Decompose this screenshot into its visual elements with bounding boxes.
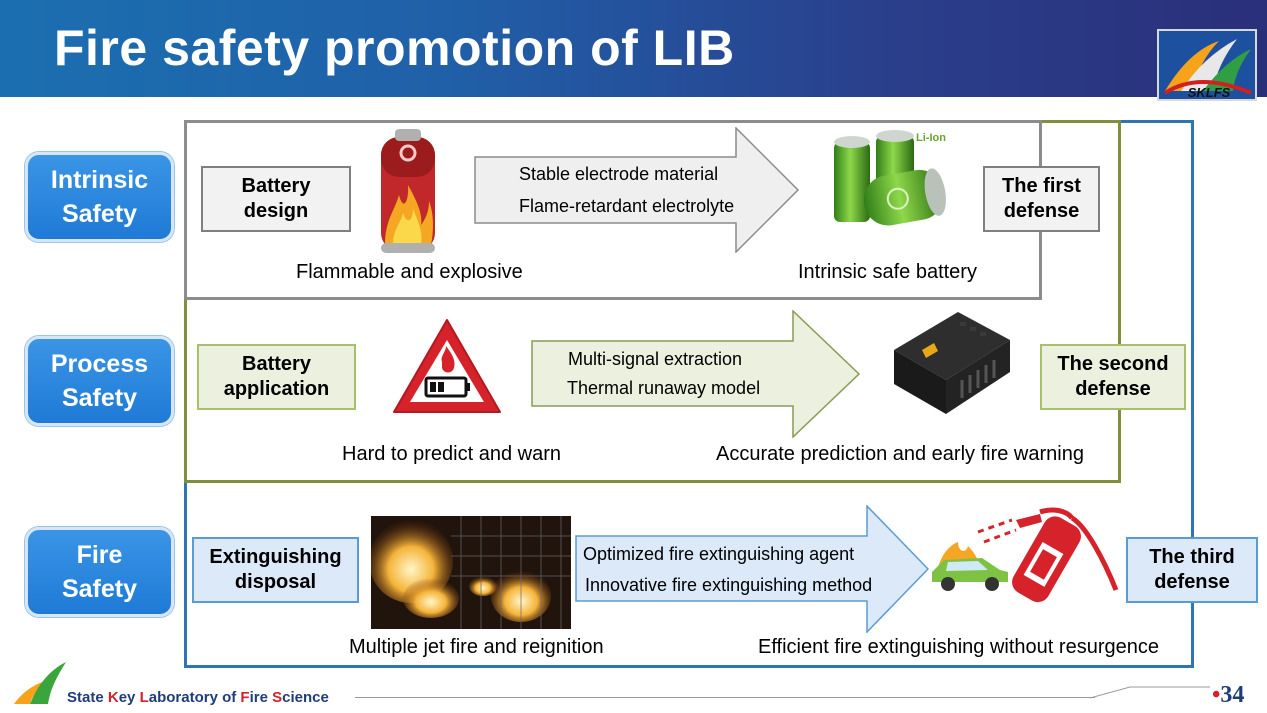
- bms-device-icon: [876, 306, 1014, 429]
- lab-name: State Key Laboratory of Fire Science: [67, 689, 329, 706]
- fire-safety-label: Fire Safety: [25, 527, 174, 617]
- flammable-caption: Flammable and explosive: [296, 261, 523, 283]
- warning-sign-icon: [390, 316, 504, 421]
- arrow-line-flame-retardant: Flame-retardant electrolyte: [519, 196, 735, 216]
- arrow-line-optimized-agent: Optimized fire extinguishing agent: [583, 544, 855, 564]
- process-arrow: [531, 309, 861, 443]
- arrow-line-thermal-runaway: Thermal runaway model: [567, 378, 761, 398]
- slide-title: Fire safety promotion of LIB: [54, 20, 735, 76]
- battery-design-tag: Battery design: [201, 166, 351, 232]
- intrinsic-arrow: [474, 126, 800, 258]
- arrow-line-stable-electrode: Stable electrode material: [519, 164, 719, 184]
- arrow-line-multi-signal: Multi-signal extraction: [568, 349, 743, 369]
- hard-to-predict-caption: Hard to predict and warn: [342, 443, 562, 465]
- process-safety-label: Process Safety: [25, 336, 174, 426]
- jet-fire-photo: [371, 516, 571, 629]
- efficient-extinguishing-caption: Efficient fire extinguishing without res…: [758, 636, 1159, 658]
- flaming-battery-icon: [377, 125, 439, 260]
- second-defense-tag: The second defense: [1040, 344, 1186, 410]
- li-ion-label: Li-Ion: [916, 132, 946, 144]
- sklfs-logo: SKLFS: [1157, 29, 1257, 101]
- page-number: •34: [1212, 682, 1245, 708]
- first-defense-tag: The first defense: [983, 166, 1100, 232]
- intrinsic-safe-caption: Intrinsic safe battery: [798, 261, 977, 283]
- intrinsic-safety-label: Intrinsic Safety: [25, 152, 174, 242]
- footer-divider-slant: [1089, 686, 1210, 705]
- footer-leaf-icon: [10, 660, 68, 711]
- accurate-prediction-caption: Accurate prediction and early fire warni…: [716, 443, 1084, 465]
- logo-graphic: SKLFS: [1159, 31, 1255, 100]
- arrow-line-innovative-method: Innovative fire extinguishing method: [585, 575, 873, 595]
- jet-fire-caption: Multiple jet fire and reignition: [349, 636, 604, 658]
- third-defense-tag: The third defense: [1126, 537, 1258, 603]
- svg-text:SKLFS: SKLFS: [1188, 85, 1231, 99]
- extinguishing-disposal-tag: Extinguishing disposal: [192, 537, 359, 603]
- fire-arrow: [575, 504, 930, 638]
- title-banner: Fire safety promotion of LIB: [0, 0, 1267, 97]
- footer-divider: [355, 697, 1095, 698]
- battery-application-tag: Battery application: [197, 344, 356, 410]
- fire-extinguisher-icon: [976, 506, 1126, 615]
- burning-car-icon: [928, 542, 1012, 599]
- green-battery-icon: [822, 128, 954, 247]
